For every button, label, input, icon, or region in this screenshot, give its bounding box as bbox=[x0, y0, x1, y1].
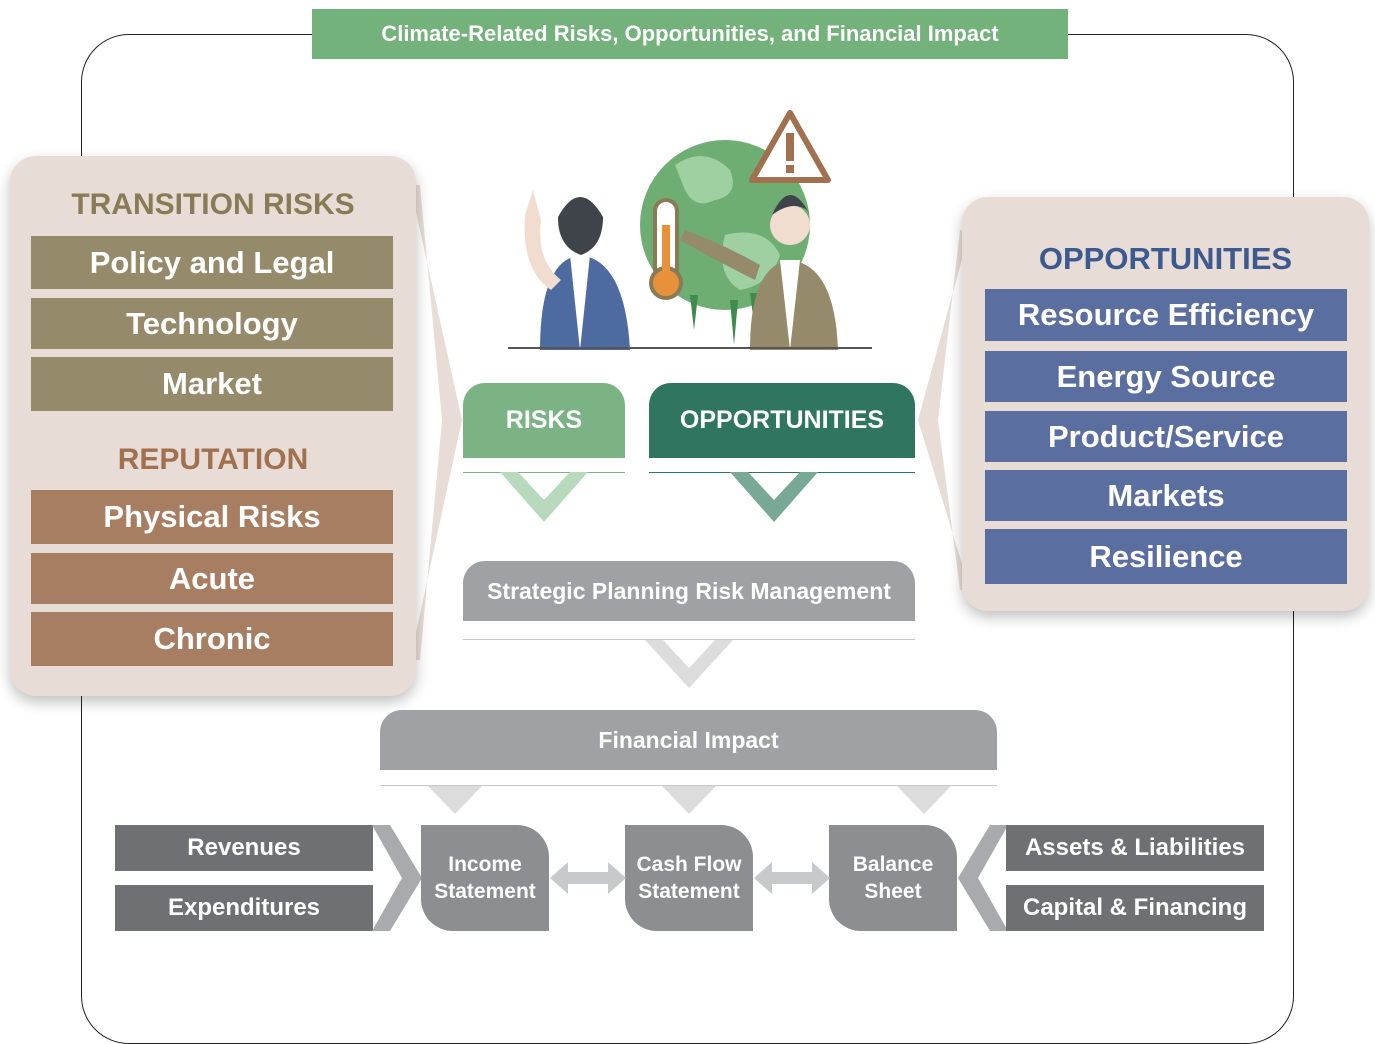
item-market: Market bbox=[31, 357, 393, 411]
expenditures-box: Expenditures bbox=[115, 885, 373, 931]
financial-impact-box: Financial Impact bbox=[380, 710, 997, 770]
item-resilience: Resilience bbox=[985, 529, 1347, 584]
diagram-title: Climate-Related Risks, Opportunities, an… bbox=[312, 9, 1068, 59]
item-energy-source: Energy Source bbox=[985, 351, 1347, 402]
strategic-down-chevron bbox=[645, 640, 733, 688]
capital-financing-box: Capital & Financing bbox=[1006, 885, 1264, 931]
right-bottom-chevron bbox=[958, 825, 1008, 931]
balance-sheet-line2: Sheet bbox=[864, 880, 922, 903]
risks-underline bbox=[463, 472, 625, 473]
item-resource-efficiency: Resource Efficiency bbox=[985, 289, 1347, 341]
opportunities-underline bbox=[649, 472, 915, 473]
revenues-box: Revenues bbox=[115, 825, 373, 871]
climate-illustration bbox=[508, 110, 872, 350]
opportunities-tab: OPPORTUNITIES bbox=[649, 383, 915, 458]
income-statement-line2: Statement bbox=[434, 880, 536, 903]
item-product-service: Product/Service bbox=[985, 411, 1347, 462]
opportunities-heading: OPPORTUNITIES bbox=[1038, 241, 1293, 276]
strategic-planning-box: Strategic Planning Risk Management bbox=[463, 561, 915, 621]
strategic-underline bbox=[463, 639, 915, 640]
risks-tab: RISKS bbox=[463, 383, 625, 458]
item-acute: Acute bbox=[31, 553, 393, 604]
woman-figure bbox=[680, 195, 838, 350]
item-markets: Markets bbox=[985, 470, 1347, 521]
item-policy-legal: Policy and Legal bbox=[31, 236, 393, 289]
risks-down-chevron bbox=[500, 472, 588, 522]
cash-flow-line2: Statement bbox=[638, 880, 740, 903]
item-chronic: Chronic bbox=[31, 612, 393, 666]
warning-triangle-icon bbox=[749, 110, 831, 183]
balance-sheet-line1: Balance bbox=[852, 853, 934, 876]
income-statement-line1: Income bbox=[448, 853, 522, 876]
opportunities-down-chevron bbox=[730, 472, 818, 522]
cash-flow-line1: Cash Flow bbox=[636, 853, 742, 876]
left-chevron-connector bbox=[410, 185, 970, 660]
assets-liabilities-box: Assets & Liabilities bbox=[1006, 825, 1264, 871]
double-arrow-cashflow-balance bbox=[754, 862, 830, 894]
double-arrow-income-cashflow bbox=[550, 862, 626, 894]
financial-underline bbox=[380, 785, 997, 786]
item-physical-risks: Physical Risks bbox=[31, 490, 393, 544]
financial-down-arrows bbox=[428, 786, 951, 814]
left-bottom-chevron bbox=[372, 825, 422, 931]
thermometer-icon bbox=[649, 198, 683, 300]
transition-risks-heading: TRANSITION RISKS bbox=[71, 188, 355, 221]
item-technology: Technology bbox=[31, 298, 393, 349]
man-figure bbox=[524, 190, 630, 350]
reputation-heading: REPUTATION bbox=[117, 443, 309, 476]
